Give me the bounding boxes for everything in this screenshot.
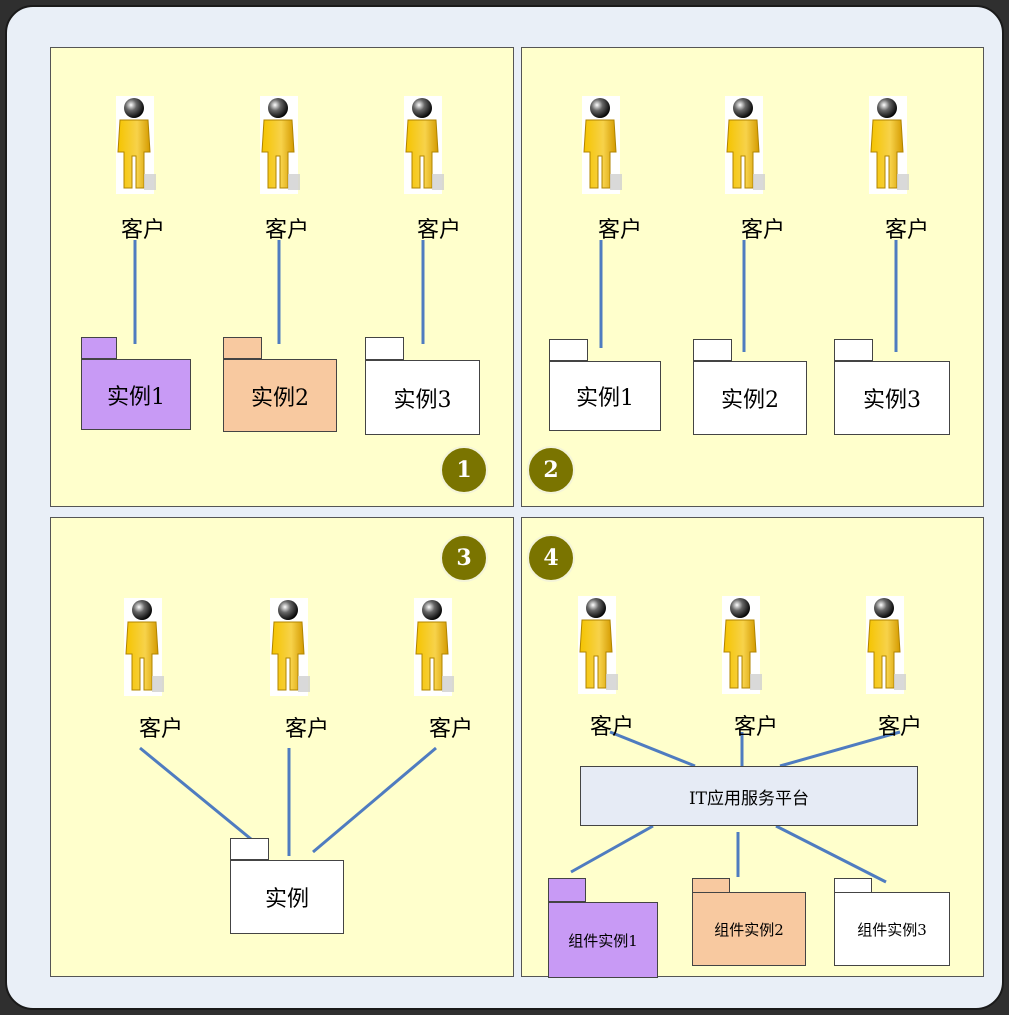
client-label: 客户 bbox=[597, 218, 642, 243]
client-label: 客户 bbox=[884, 218, 929, 243]
instance-box: 实例3 bbox=[365, 360, 480, 435]
component-box: 组件实例1 bbox=[548, 902, 658, 978]
folder-tab bbox=[81, 337, 117, 359]
panel-2 bbox=[521, 47, 984, 507]
instance-box: 实例1 bbox=[549, 361, 661, 431]
folder-tab bbox=[548, 878, 586, 902]
client-label: 客户 bbox=[740, 218, 785, 243]
client-label: 客户 bbox=[428, 717, 473, 742]
component-box: 组件实例2 bbox=[692, 892, 806, 966]
instance-box: 实例1 bbox=[81, 359, 191, 430]
client-label: 客户 bbox=[416, 218, 461, 243]
folder-tab bbox=[693, 339, 732, 361]
folder-tab bbox=[230, 838, 269, 860]
instance-box: 实例3 bbox=[834, 361, 950, 435]
client-label: 客户 bbox=[589, 715, 634, 740]
client-label: 客户 bbox=[264, 218, 309, 243]
client-label: 客户 bbox=[120, 218, 165, 243]
folder-tab bbox=[549, 339, 588, 361]
instance-box: 实例2 bbox=[693, 361, 807, 435]
step-badge-2: 2 bbox=[527, 446, 575, 494]
platform-box: IT应用服务平台 bbox=[580, 766, 918, 826]
instance-box: 实例2 bbox=[223, 359, 337, 432]
client-label: 客户 bbox=[733, 715, 778, 740]
panel-1 bbox=[50, 47, 514, 507]
step-badge-1: 1 bbox=[440, 446, 488, 494]
client-label: 客户 bbox=[138, 717, 183, 742]
folder-tab bbox=[223, 337, 262, 359]
instance-box: 实例 bbox=[230, 860, 344, 934]
component-box: 组件实例3 bbox=[834, 892, 950, 966]
folder-tab bbox=[365, 337, 404, 360]
client-label: 客户 bbox=[284, 717, 329, 742]
step-badge-4: 4 bbox=[527, 534, 575, 582]
step-badge-3: 3 bbox=[440, 534, 488, 582]
folder-tab bbox=[834, 339, 873, 361]
client-label: 客户 bbox=[877, 715, 922, 740]
